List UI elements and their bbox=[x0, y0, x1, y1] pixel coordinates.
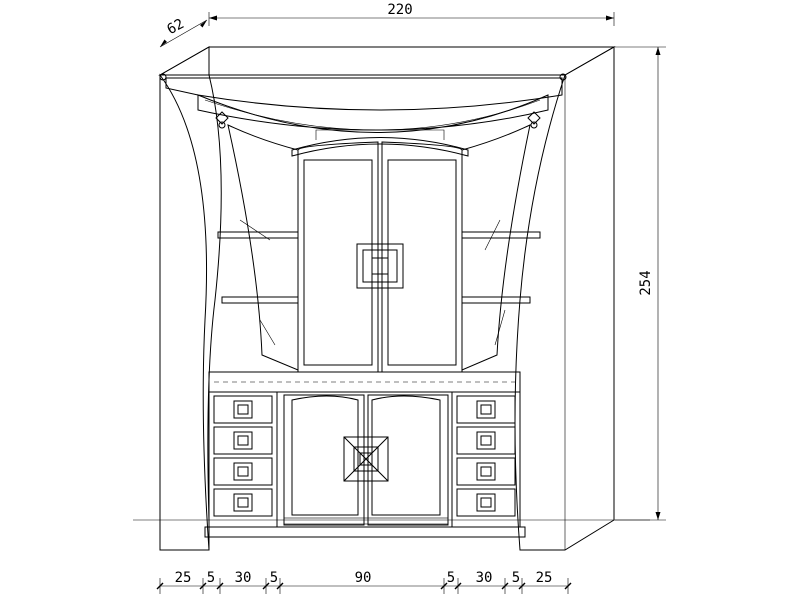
left-drawer-stack bbox=[208, 391, 278, 528]
dim-seg-2: 5 bbox=[207, 570, 215, 586]
dimension-height: 254 bbox=[615, 46, 666, 521]
right-drawer-knob-icon bbox=[476, 462, 496, 481]
dim-seg-7: 30 bbox=[476, 570, 493, 586]
upper-door-left bbox=[297, 141, 379, 373]
right-drawer-knob-icon bbox=[476, 493, 496, 512]
tassel-right-icon bbox=[527, 111, 541, 129]
right-drawer-4 bbox=[456, 488, 516, 517]
right-side-column bbox=[514, 46, 615, 551]
dim-seg-3: 30 bbox=[235, 570, 252, 586]
dimension-top-width: 220 bbox=[208, 2, 615, 26]
right-curtain-panel bbox=[461, 124, 531, 371]
lower-door-handle-icon bbox=[343, 436, 389, 482]
right-shelves bbox=[461, 219, 541, 346]
left-drawer-knob-icon bbox=[233, 462, 253, 481]
left-drawer-4 bbox=[213, 488, 273, 517]
right-drawer-2 bbox=[456, 426, 516, 455]
upper-door-handle-icon bbox=[356, 243, 404, 289]
right-drawer-stack bbox=[451, 391, 521, 528]
left-drawer-knob-icon bbox=[233, 431, 253, 450]
dim-seg-4: 5 bbox=[270, 570, 278, 586]
lower-door-right bbox=[367, 394, 449, 526]
left-drawer-3 bbox=[213, 457, 273, 486]
dim-seg-6: 5 bbox=[447, 570, 455, 586]
dim-seg-9: 25 bbox=[536, 570, 553, 586]
dimension-depth: 62 bbox=[159, 16, 208, 48]
dimension-bottom-chain: 25 5 30 5 90 5 30 5 25 bbox=[156, 570, 572, 594]
dimension-top-width-label: 220 bbox=[387, 2, 412, 18]
dim-seg-1: 25 bbox=[175, 570, 192, 586]
dimension-height-label: 254 bbox=[638, 270, 654, 295]
right-drawer-knob-icon bbox=[476, 400, 496, 419]
left-drawer-knob-icon bbox=[233, 400, 253, 419]
right-drawer-1 bbox=[456, 395, 516, 424]
dim-seg-5: 90 bbox=[355, 570, 372, 586]
dimension-depth-label: 62 bbox=[164, 16, 186, 38]
upper-door-right bbox=[381, 141, 463, 373]
left-drawer-1 bbox=[213, 395, 273, 424]
counter-ledge bbox=[208, 371, 521, 393]
right-drawer-3 bbox=[456, 457, 516, 486]
lower-kickplate bbox=[283, 517, 449, 525]
lower-door-left bbox=[283, 394, 365, 526]
left-side-column bbox=[159, 46, 222, 551]
left-drawer-2 bbox=[213, 426, 273, 455]
dim-seg-8: 5 bbox=[512, 570, 520, 586]
tassel-left-icon bbox=[215, 111, 229, 129]
right-drawer-knob-icon bbox=[476, 431, 496, 450]
top-canopy bbox=[158, 46, 616, 133]
left-drawer-knob-icon bbox=[233, 493, 253, 512]
upper-crown bbox=[315, 129, 445, 140]
left-shelves bbox=[217, 219, 299, 346]
upper-door-header bbox=[291, 137, 469, 157]
left-curtain-panel bbox=[227, 124, 299, 371]
